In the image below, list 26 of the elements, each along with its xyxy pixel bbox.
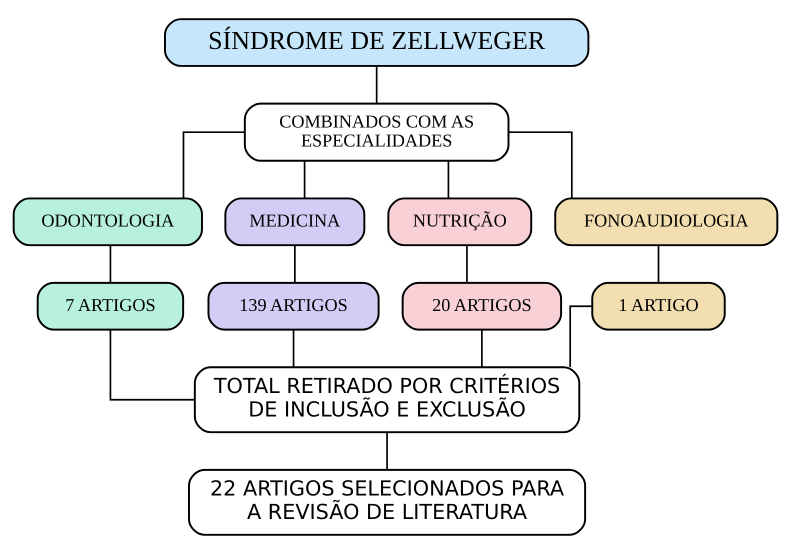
connector (569, 305, 592, 368)
node-box: MEDICINA (224, 197, 366, 246)
connector (448, 161, 450, 198)
connector (182, 131, 245, 198)
connector (658, 245, 660, 283)
node-box: COMBINADOS COM AS ESPECIALIDADES (244, 102, 510, 162)
connector (508, 131, 573, 198)
node-box: 22 ARTIGOS SELECIONADOS PARA A REVISÃO DE LITERATURA (188, 468, 586, 536)
connector (376, 66, 378, 104)
node-box: 1 ARTIGO (591, 282, 726, 331)
connector (304, 161, 306, 198)
node-box: NUTRIÇÃO (387, 197, 532, 246)
node-box: FONOAUDIOLOGIA (554, 197, 778, 246)
connector (386, 432, 388, 470)
node-box: 139 ARTIGOS (208, 282, 380, 331)
connector (481, 330, 483, 367)
connector (294, 245, 296, 283)
connector (110, 330, 195, 401)
connector (110, 245, 112, 283)
node-box: SÍNDROME DE ZELLWEGER (164, 18, 590, 67)
node-box: 20 ARTIGOS (402, 282, 562, 331)
connector (292, 330, 294, 367)
connector (466, 245, 468, 283)
node-box: 7 ARTIGOS (36, 282, 184, 331)
node-box: TOTAL RETIRADO POR CRITÉRIOS DE INCLUSÃO E EXCLUSÃO (194, 366, 580, 434)
node-box: ODONTOLOGIA (12, 197, 203, 246)
